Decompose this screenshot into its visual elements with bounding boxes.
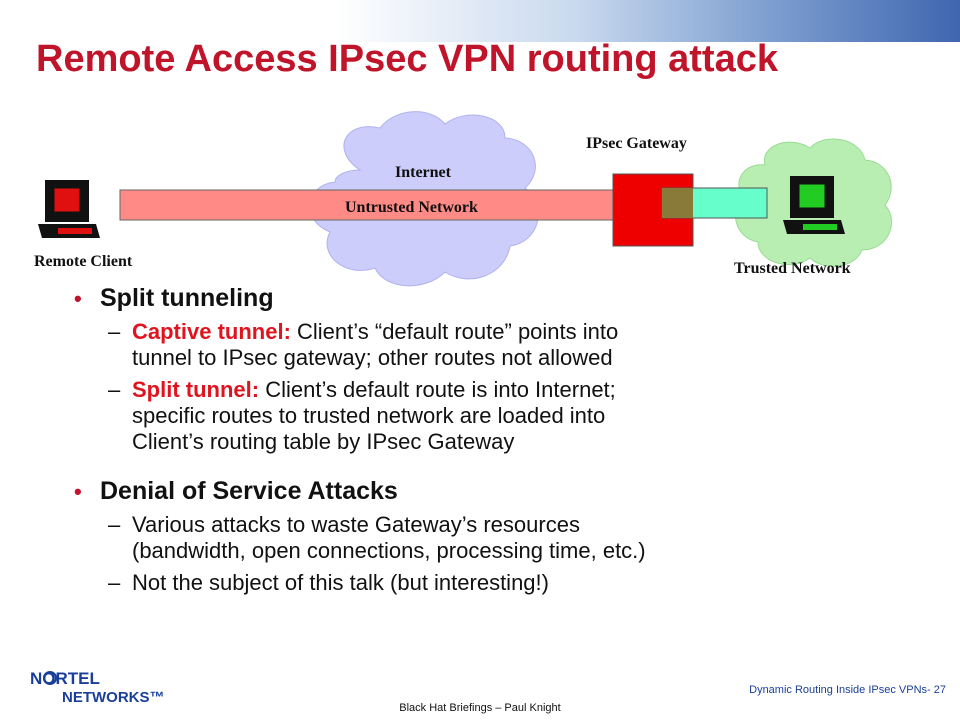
internet-label: Internet	[395, 164, 452, 181]
dash: –	[108, 319, 121, 344]
dash: –	[108, 377, 121, 402]
overlap-box	[662, 188, 693, 218]
dash: –	[108, 512, 121, 537]
trusted-network-label: Trusted Network	[734, 260, 851, 277]
computer-icon	[38, 180, 100, 238]
bullet-dot: •	[74, 286, 82, 311]
sub-lead: Split tunnel:	[132, 377, 260, 402]
logo-line2: NETWORKS™	[62, 689, 165, 706]
sub-text: Various attacks to waste Gateway’s resou…	[132, 512, 580, 537]
network-diagram: Internet Untrusted Network IPsec Gateway…	[34, 111, 892, 287]
bullet-item: • Split tunneling	[74, 284, 934, 313]
footer-page-info: Dynamic Routing Inside IPsec VPNs- 27	[749, 684, 946, 696]
slide-content: • Split tunneling – Captive tunnel: Clie…	[74, 284, 934, 596]
bullet-heading: Denial of Service Attacks	[100, 477, 398, 505]
sub-text: Not the subject of this talk (but intere…	[132, 570, 549, 595]
sub-bullet: – Captive tunnel: Client’s “default rout…	[74, 319, 934, 371]
bullet-item: • Denial of Service Attacks	[74, 477, 934, 506]
slide-title: Remote Access IPsec VPN routing attack	[36, 38, 778, 80]
sub-text: specific routes to trusted network are l…	[132, 403, 606, 428]
ipsec-gateway-label: IPsec Gateway	[586, 135, 687, 152]
logo-line1: NORTEL	[30, 669, 100, 688]
remote-client-label: Remote Client	[34, 253, 133, 270]
logo-swirl-icon	[43, 671, 57, 685]
footer-credit: Black Hat Briefings – Paul Knight	[399, 702, 561, 714]
sub-text: Client’s “default route” points into	[290, 319, 619, 344]
sub-bullet: – Various attacks to waste Gateway’s res…	[74, 512, 934, 564]
sub-text: Client’s default route is into Internet;	[259, 377, 616, 402]
computer-icon	[783, 176, 845, 234]
sub-text: (bandwidth, open connections, processing…	[132, 538, 646, 563]
sub-bullet: – Split tunnel: Client’s default route i…	[74, 377, 934, 455]
bullet-dot: •	[74, 479, 82, 504]
header-banner	[0, 0, 960, 42]
untrusted-tunnel-bar	[119, 189, 633, 221]
sub-text: tunnel to IPsec gateway; other routes no…	[132, 345, 613, 370]
untrusted-network-label: Untrusted Network	[345, 199, 478, 216]
nortel-logo: NORTEL NETWORKS™	[30, 669, 165, 706]
bullet-heading: Split tunneling	[100, 284, 274, 312]
sub-lead: Captive tunnel:	[132, 319, 291, 344]
sub-text: Client’s routing table by IPsec Gateway	[132, 429, 515, 454]
dash: –	[108, 570, 121, 595]
sub-bullet: – Not the subject of this talk (but inte…	[74, 570, 934, 596]
